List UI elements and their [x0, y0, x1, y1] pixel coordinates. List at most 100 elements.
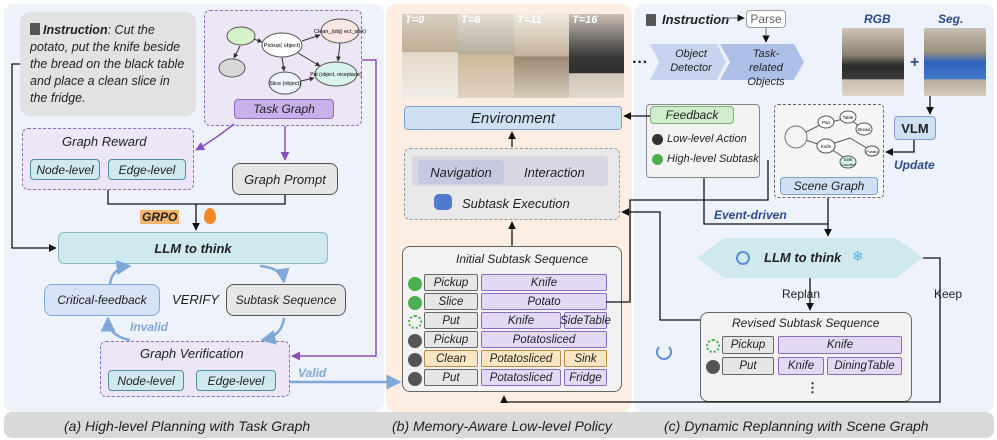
robot-icon — [434, 194, 452, 210]
graph-reward-node-level: Node-level — [30, 159, 100, 180]
scene-graph-node-label: Bread — [858, 127, 871, 132]
in-progress-icon — [706, 339, 720, 353]
task-graph-node-label: Slice (object) — [269, 81, 301, 87]
caption-c: (c) Dynamic Replanning with Scene Graph — [664, 418, 929, 434]
graph-verification-node-level: Node-level — [108, 370, 184, 391]
arrow-vlm-to-scenegraph — [885, 140, 915, 156]
subtask-execution-label: Subtask Execution — [462, 196, 570, 211]
subtask-argument-cell: Fridge — [564, 369, 607, 386]
subtask-argument-cell: SideTable — [560, 312, 611, 329]
frame-t0 — [402, 14, 458, 98]
segmentation-image — [924, 28, 986, 96]
timestep-label: T=6 — [461, 14, 481, 26]
scene-graph-node-label: Potato — [866, 149, 878, 154]
arrow-verify-loop-up — [108, 260, 132, 285]
scene-graph-node — [855, 122, 873, 136]
navigation-box: Navigation — [418, 160, 504, 184]
down-arrow-icon — [652, 134, 663, 145]
subtask-argument-cell: DiningTable — [827, 357, 902, 375]
scene-graph-node — [864, 145, 880, 157]
subtask-action-cell: Put — [424, 312, 478, 329]
timestep-label: T=11 — [517, 14, 542, 26]
invalid-label: Invalid — [130, 320, 169, 334]
arrow-reward-to-llm — [107, 190, 200, 231]
scene-graph-node — [784, 125, 808, 149]
subtask-argument-cell: Sink — [564, 350, 607, 367]
task-graph-node — [226, 26, 256, 46]
arrow-instruction-to-llm — [11, 63, 57, 252]
subtask-argument-cell: Knife — [481, 274, 607, 291]
graph-reward-edge-level: Edge-level — [108, 159, 186, 180]
arrow-verify-loop-down — [260, 317, 286, 345]
vlm-box: VLM — [894, 116, 936, 140]
timestep-label: T=16 — [572, 14, 598, 26]
rgb-label: RGB — [864, 12, 891, 26]
subtask-action-cell: Pickup — [424, 331, 478, 348]
seg-label: Seg. — [938, 12, 964, 26]
arrow-taskgraph-to-verification — [291, 59, 377, 361]
scene-graph-node — [839, 110, 857, 124]
task-related-objects-box — [720, 44, 804, 80]
task-graph-node-label: Clean_(obj) ect_sink) — [314, 29, 366, 35]
scene-graph-node-label: Knife — [821, 144, 832, 149]
scene-graph-node-label: Sink — [844, 157, 854, 162]
refresh-icon — [656, 344, 672, 360]
task-graph-node-label: Put (object, receptacle) — [310, 72, 362, 78]
task-graph-node — [218, 58, 246, 78]
pending-icon — [706, 360, 720, 374]
scene-graph-node — [839, 155, 857, 169]
check-icon — [408, 277, 422, 291]
task-graph-drawing: Pickup( object) Clean_(obj) ect_sink) Sl… — [218, 18, 366, 95]
interaction-label: Interaction — [524, 165, 585, 180]
object-detector-label: Object Detector — [670, 48, 712, 74]
network-icon — [736, 251, 750, 265]
pending-icon — [408, 353, 422, 367]
grpo-label: GRPO — [140, 210, 180, 224]
scene-graph-node-label: Table — [843, 115, 854, 120]
pending-icon — [408, 372, 422, 386]
pending-icon — [408, 334, 422, 348]
subtask-argument-cell: Knife — [481, 312, 561, 329]
subtask-action-cell: Put — [722, 357, 774, 375]
subtask-action-cell: Put — [424, 369, 478, 386]
llm-to-think-diamond-c — [697, 238, 923, 278]
caption-b: (b) Memory-Aware Low-level Policy — [392, 418, 612, 434]
arrow-feedback-event-driven — [703, 178, 828, 225]
scene-graph-node — [817, 115, 835, 129]
frame-t11 — [514, 14, 569, 98]
task-graph-node-label: Pickup( object) — [264, 43, 301, 49]
parse-box: Parse — [746, 10, 786, 28]
arrow-slice-link — [606, 160, 769, 303]
valid-label: Valid — [298, 366, 327, 380]
down-arrow-icon — [652, 154, 663, 165]
llm-to-think-box-a: LLM to think — [58, 232, 328, 264]
subtask-action-cell: Pickup — [424, 274, 478, 291]
frame-t6 — [458, 14, 514, 98]
environment-box: Environment — [404, 106, 622, 130]
feedback-title: Feedback — [650, 106, 734, 124]
frame-t16 — [569, 14, 624, 98]
arrow-verify-loop-left — [100, 316, 131, 342]
llm-to-think-label-c: LLM to think — [764, 250, 842, 265]
graph-reward-title: Graph Reward — [62, 134, 147, 149]
scene-graph-label: Scene Graph — [780, 177, 878, 195]
document-icon — [30, 23, 40, 35]
arrow-prompt-to-llm — [196, 195, 286, 205]
event-driven-label: Event-driven — [714, 208, 787, 222]
caption-a: (a) High-level Planning with Task Graph — [64, 418, 311, 434]
arrow-taskgraph-to-reward — [195, 123, 235, 151]
subtask-action-cell: Pickup — [722, 336, 774, 354]
subtask-argument-cell: Knife — [778, 357, 824, 375]
arrow-revised-to-execution — [621, 208, 700, 321]
vertical-ellipsis: ⋮ — [806, 380, 819, 395]
fire-icon — [204, 208, 216, 224]
scene-graph-node — [816, 138, 836, 154]
scene-graph-node-label: Pan — [822, 120, 831, 125]
initial-sequence-title: Initial Subtask Sequence — [456, 252, 589, 266]
graph-prompt-box: Graph Prompt — [232, 163, 338, 195]
instruction-label-c: Instruction — [662, 12, 730, 27]
arrow-verify-loop-right — [259, 264, 290, 284]
scene-graph-drawing: Pan Table Bread Knife Potato Sink Counte… — [784, 110, 880, 169]
object-detector-box — [650, 44, 726, 80]
verify-label: VERIFY — [172, 292, 219, 307]
